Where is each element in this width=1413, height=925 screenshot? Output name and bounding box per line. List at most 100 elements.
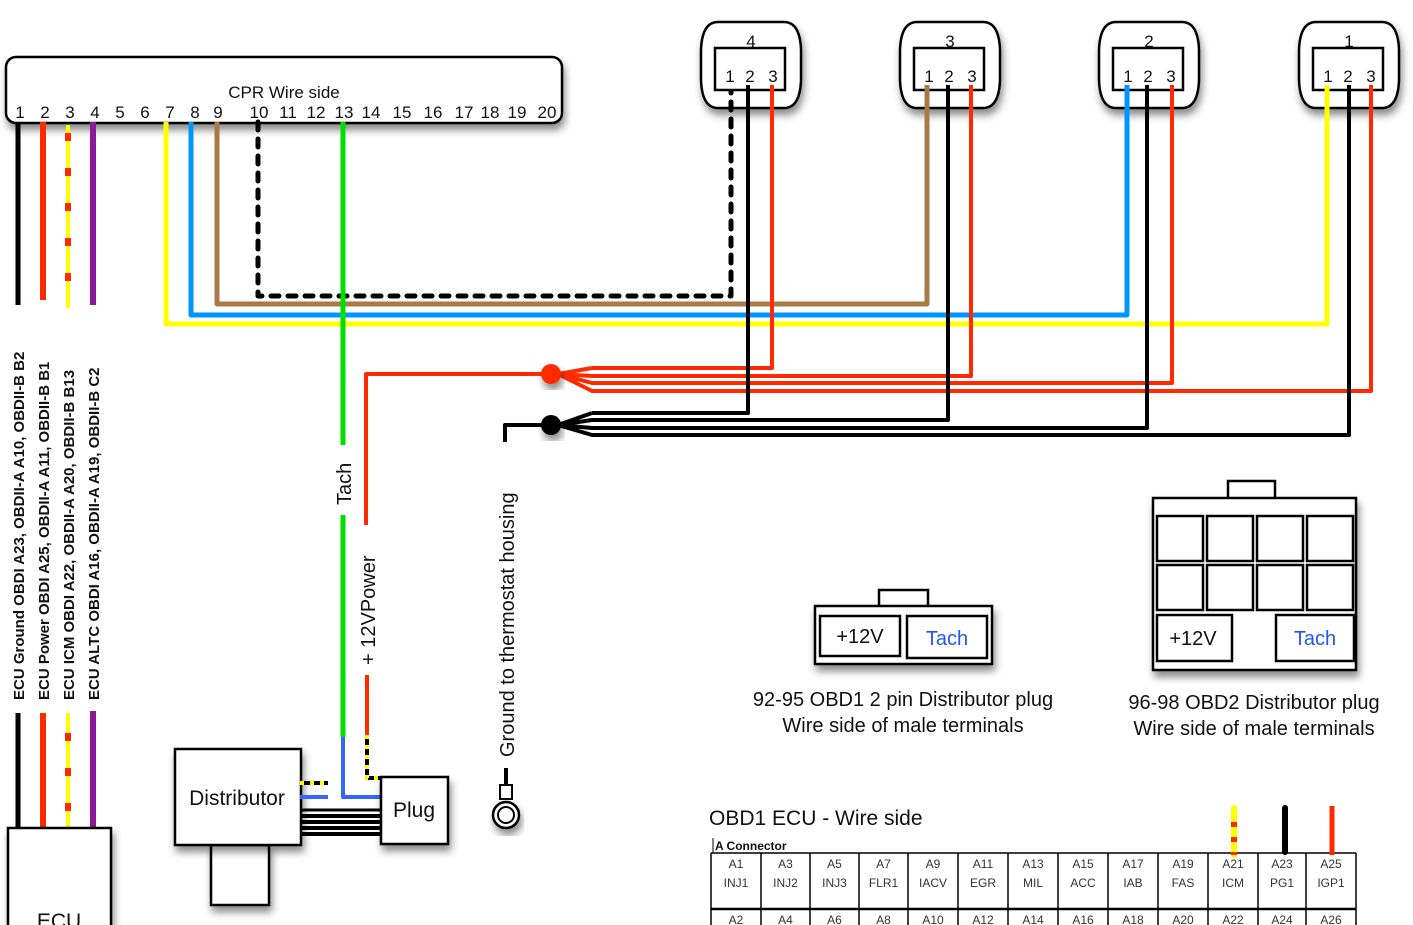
cpr-pin-label: 19	[508, 103, 527, 122]
cpr-title: CPR Wire side	[228, 83, 339, 102]
ecu-pin-number: A26	[1320, 913, 1342, 925]
obd2-terminal	[1205, 563, 1255, 612]
cpr-pin-label: 7	[165, 103, 174, 122]
wire-red-coil4	[592, 85, 774, 370]
wire-red-coil2	[592, 85, 1174, 385]
ecu-pinout-table: OBD1 ECU - Wire side A Connector A1INJ1A…	[709, 805, 1357, 925]
ecu-pin-number: A12	[972, 913, 994, 925]
ecu-pin-number: A19	[1172, 857, 1194, 871]
ecu-pin-number: A13	[1022, 857, 1044, 871]
ecu-table-cells: A1INJ1A3INJ2A5INJ3A7FLR1A9IACVA11EGRA13M…	[710, 852, 1357, 925]
ecu-pin-name: INJ2	[773, 876, 798, 890]
wire-black-coil1	[592, 85, 1351, 437]
distributor-plug: Plug	[379, 775, 450, 846]
cpr-pin-label: 11	[279, 103, 297, 122]
wire-red-coil1	[592, 85, 1373, 393]
cpr-pin-label: 2	[40, 103, 49, 122]
wire-blue-tach-to-plug	[341, 737, 380, 799]
coil-pin-label: 3	[1366, 67, 1375, 86]
cpr-pin-label: 8	[190, 103, 199, 122]
coil-pin-label: 1	[725, 67, 734, 86]
distributor: Distributor	[173, 747, 303, 907]
wire-red-power	[364, 372, 550, 525]
wire-dashed-power-stripe	[365, 735, 380, 780]
ecu-ground-label: ECU Ground OBDI A23, OBDII-A A10, OBDII-…	[11, 352, 28, 700]
cpr-pin-label: 4	[90, 103, 99, 122]
obd2-caption-line1: 96-98 OBD2 Distributor plug	[1128, 692, 1379, 714]
cpr-pin-label: 17	[455, 103, 474, 122]
obd1-caption-line1: 92-95 OBD1 2 pin Distributor plug	[753, 689, 1053, 711]
cpr-pin-label: 9	[213, 103, 222, 122]
cpr-pin-label: 5	[115, 103, 124, 122]
wire-black-dashed-coil4	[255, 89, 734, 299]
obd1-pin-12v: +12V	[836, 626, 884, 648]
cpr-pin-label: 6	[140, 103, 149, 122]
wire-black-coil3	[592, 85, 950, 422]
ecu-pin-name: IACV	[919, 876, 947, 890]
coil-wires	[163, 85, 1373, 799]
wire-black-fan	[556, 411, 594, 437]
ecu-pin-number: A1	[729, 857, 744, 871]
cpr-pin-label: 12	[307, 103, 326, 122]
ecu-pin-number: A15	[1072, 857, 1094, 871]
wire-black-coil2	[592, 85, 1149, 430]
cpr-pin-label: 10	[250, 103, 269, 122]
ecu-pin-name: INJ3	[822, 876, 847, 890]
ecu-pin-number: A9	[926, 857, 941, 871]
ecu-pin-number: A11	[973, 857, 994, 871]
ecu-pin-name: INJ1	[724, 876, 749, 890]
ecu-pin-name: MIL	[1023, 876, 1043, 890]
obd2-terminal	[1155, 563, 1205, 612]
coil-number: 3	[945, 32, 954, 51]
coil-pin-label: 1	[1323, 67, 1332, 86]
coil-pin-label: 3	[967, 67, 976, 86]
tach-label: Tach	[334, 463, 356, 505]
ecu-pin-number: A20	[1172, 913, 1194, 925]
ecu-pin-number: A24	[1271, 913, 1293, 925]
obd2-terminal	[1255, 514, 1305, 563]
ecu-table-title: OBD1 ECU - Wire side	[709, 807, 923, 830]
coil-pin-label: 1	[1123, 67, 1132, 86]
ecu-label: ECU	[37, 910, 81, 925]
ecu-pin-number: A10	[922, 913, 944, 925]
ecu-pin-number: A16	[1072, 913, 1094, 925]
ecu-pin-number: A21	[1222, 857, 1244, 871]
cpr-pin-label: 3	[65, 103, 74, 122]
power-label: + 12VPower	[358, 555, 380, 665]
obd1-plug-diagram: +12V Tach 92-95 OBD1 2 pin Distributor p…	[753, 588, 1053, 737]
coil-pin-label: 3	[1166, 67, 1175, 86]
ecu-pin-number: A4	[778, 913, 793, 925]
obd2-caption-line2: Wire side of male terminals	[1133, 718, 1374, 740]
coil-pin-label: 2	[1143, 67, 1152, 86]
cpr-pin-label: 16	[424, 103, 443, 122]
coil-pin-label: 3	[768, 67, 777, 86]
ecu-pin-number: A25	[1320, 857, 1342, 871]
ecu-pin-number: A14	[1022, 913, 1044, 925]
ecu-pin-number: A2	[729, 913, 744, 925]
ecu-pin-name: ICM	[1222, 876, 1244, 890]
obd1-pin-tach: Tach	[926, 628, 968, 650]
ecu-pin-number: A3	[778, 857, 793, 871]
ecu-pin-number: A5	[827, 857, 842, 871]
cpr-pin-label: 20	[538, 103, 557, 122]
wire-black-coil4	[592, 85, 750, 415]
obd1-caption-line2: Wire side of male terminals	[782, 715, 1023, 737]
distributor-wires	[300, 781, 380, 836]
obd2-terminal	[1305, 514, 1355, 563]
cpr-pin-label: 15	[393, 103, 412, 122]
obd2-pin-tach: Tach	[1294, 628, 1336, 650]
cpr-pin-label: 14	[362, 103, 381, 122]
ecu-pin-number: A8	[876, 913, 891, 925]
obd2-terminal-grid	[1155, 514, 1355, 612]
ecu-pin-number: A6	[827, 913, 842, 925]
wire-black-ground	[503, 423, 550, 442]
plug-label: Plug	[393, 799, 435, 822]
coil-pin-label: 2	[745, 67, 754, 86]
ecu-pin-number: A17	[1122, 857, 1144, 871]
wire-red-fan	[556, 366, 594, 393]
cpr-pin-label: 13	[335, 103, 354, 122]
